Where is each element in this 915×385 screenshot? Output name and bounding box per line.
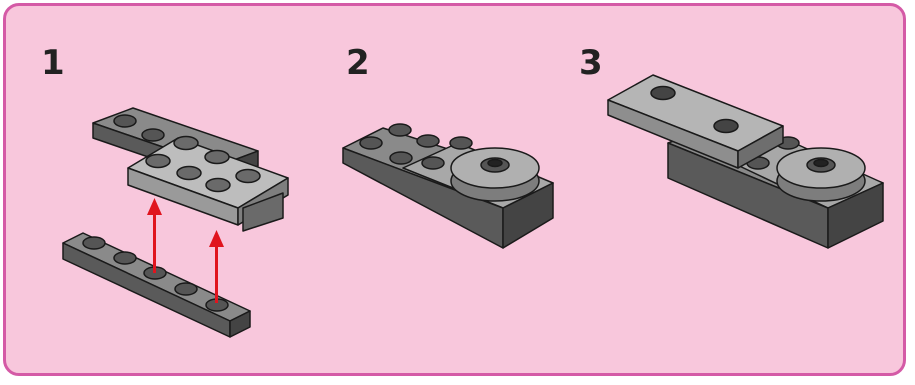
step-2-illustration bbox=[343, 124, 553, 248]
turntable-icon bbox=[777, 148, 865, 201]
arrow-head-icon bbox=[147, 198, 162, 215]
step-1-illustration bbox=[63, 108, 288, 337]
dark-plate-bottom-icon bbox=[63, 233, 250, 337]
instruction-art bbox=[6, 6, 906, 376]
instruction-panel: 1 2 3 bbox=[3, 3, 906, 376]
arrow-up-icon bbox=[215, 243, 218, 303]
step-3-illustration bbox=[608, 75, 883, 248]
arrow-up-icon bbox=[153, 211, 156, 273]
turntable-icon bbox=[451, 148, 539, 201]
arrow-head-icon bbox=[209, 230, 224, 247]
